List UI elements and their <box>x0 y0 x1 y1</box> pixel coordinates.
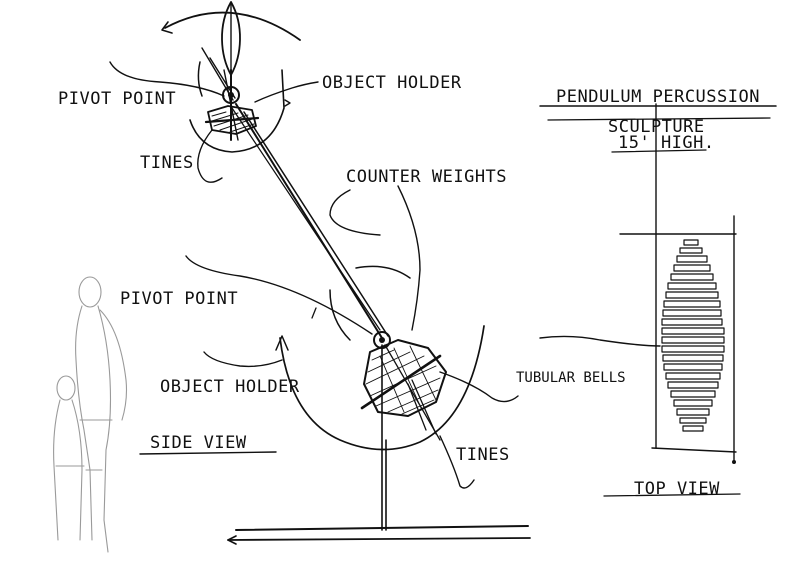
leader-counter-weights-a <box>329 189 381 236</box>
ground-line <box>227 537 531 541</box>
bottom-object-block <box>363 339 447 417</box>
title-rule-3 <box>611 149 707 153</box>
bottom-tine-3 <box>384 344 441 441</box>
child-head <box>56 375 76 401</box>
leader-object-holder-bottom <box>203 351 283 368</box>
leader-object-holder-top <box>254 81 319 103</box>
leader-pivot-bottom <box>185 255 373 335</box>
top-holder-arc <box>189 69 285 153</box>
leader-tines-top <box>197 129 223 183</box>
adult-head <box>78 276 102 308</box>
leader-tines-bottom <box>439 435 475 489</box>
label-top-view: TOP VIEW <box>634 479 720 499</box>
title-line-1: PENDULUM PERCUSSION <box>556 87 760 107</box>
top-view-underline <box>603 493 741 497</box>
label-counter-weights: COUNTER WEIGHTS <box>346 167 507 187</box>
label-tines-bottom: TINES <box>456 445 510 465</box>
bottom-block-bar <box>360 354 442 410</box>
top-arc-arrow <box>161 21 173 34</box>
ground-arrow <box>227 535 237 545</box>
adult-arm <box>99 309 128 421</box>
adult-body <box>75 305 112 553</box>
bottom-holder-arc <box>279 325 485 451</box>
main-rod-line-2 <box>243 111 389 337</box>
scale-figures <box>53 276 128 553</box>
bottom-arrow-tick <box>311 307 317 319</box>
label-tubular-bells: TUBULAR BELLS <box>516 370 626 386</box>
top-view-drawing <box>603 103 741 497</box>
title-line-3: 15' HIGH. <box>618 133 715 153</box>
top-left-swing <box>197 61 203 97</box>
bottom-tine-2 <box>407 383 427 431</box>
top-view-bottom-line <box>651 447 737 453</box>
bottom-swing-left <box>329 289 351 341</box>
label-object-holder-top: OBJECT HOLDER <box>322 73 462 93</box>
title-rules <box>539 105 777 153</box>
top-swing-arc <box>164 11 301 41</box>
title-rule-2 <box>547 117 771 121</box>
base-plate <box>235 525 529 531</box>
child-body <box>53 399 83 541</box>
bottom-block-crosshatch <box>379 345 437 413</box>
side-view-underline <box>139 451 277 455</box>
label-object-holder-bottom: OBJECT HOLDER <box>160 377 300 397</box>
bottom-assembly <box>227 265 531 545</box>
label-side-view: SIDE VIEW <box>150 433 247 453</box>
top-assembly <box>161 1 301 153</box>
leader-tubular-bells <box>439 371 519 403</box>
leader-counter-weights-b <box>397 185 421 331</box>
main-rod-line-3 <box>231 107 381 331</box>
leader-top-view <box>539 335 661 347</box>
main-rod-line-1 <box>235 103 383 339</box>
label-pivot-point-bottom: PIVOT POINT <box>120 289 238 309</box>
adult-detail <box>79 419 113 471</box>
label-tines-top: TINES <box>140 153 194 173</box>
bottom-swing-top <box>355 265 411 279</box>
title-line-2: SCULPTURE <box>608 117 705 137</box>
bottom-pivot-dot <box>379 337 385 343</box>
top-view-dot <box>732 460 736 464</box>
top-tine-upper-2 <box>209 57 236 99</box>
leader-pivot-top <box>109 61 225 97</box>
label-pivot-point-top: PIVOT POINT <box>58 89 176 109</box>
bottom-holder-arrow-left <box>275 335 289 351</box>
leader-lines <box>109 61 661 489</box>
top-block-bar <box>204 116 260 124</box>
top-tine-upper-1 <box>201 47 234 101</box>
main-rod <box>231 103 389 339</box>
top-holder-arrow <box>284 99 291 107</box>
top-shaft-secondary <box>223 69 239 141</box>
tubular-bells-stack <box>661 239 725 432</box>
